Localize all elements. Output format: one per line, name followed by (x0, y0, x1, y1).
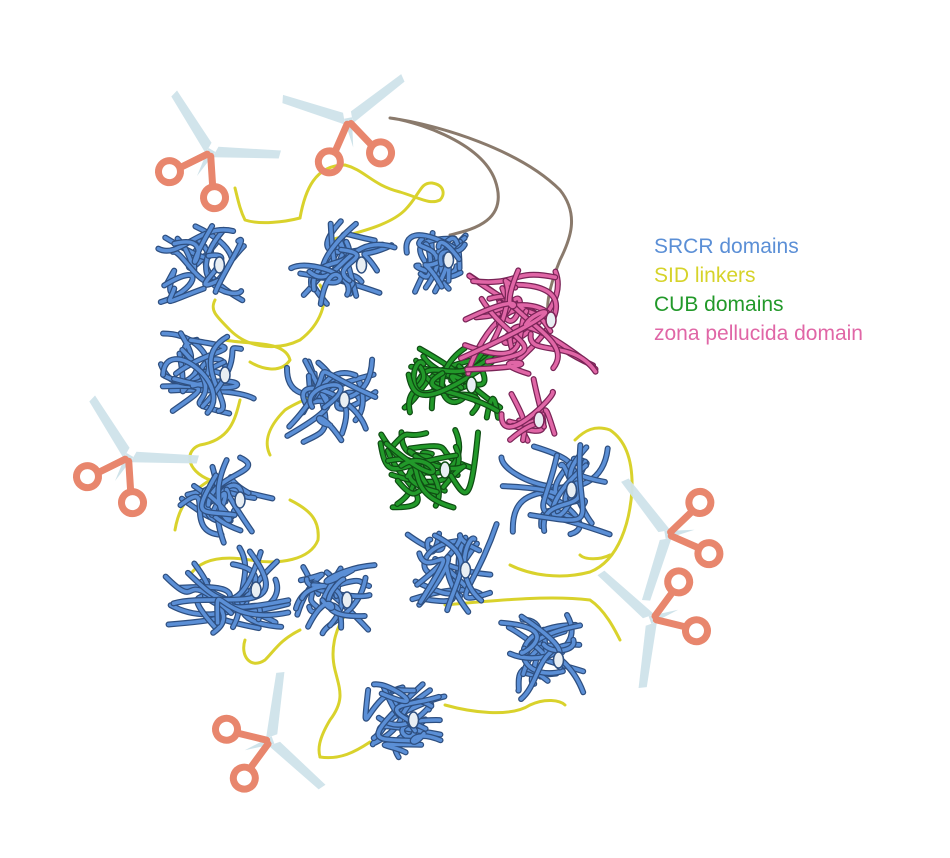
srcr-domain (177, 454, 276, 546)
zp-domain (457, 267, 599, 377)
cub-domains (377, 345, 504, 511)
srcr-domain (155, 223, 247, 306)
srcr-domain (498, 612, 587, 703)
srcr-domain (362, 681, 448, 761)
legend-srcr-domains: SRCR domains (654, 235, 799, 258)
sid-linkers (173, 163, 634, 760)
scissors-icon (281, 74, 418, 179)
srcr-domain (162, 544, 292, 636)
scissors-icon (51, 395, 201, 531)
legend-zona-pellucida-domain: zona pellucida domain (654, 322, 863, 345)
srcr-domain (498, 442, 613, 538)
srcr-domain (292, 562, 378, 637)
srcr-domains (155, 218, 613, 761)
legend-sid-linkers: SID linkers (654, 264, 756, 287)
srcr-domain (404, 521, 500, 615)
cub-domain (377, 427, 482, 511)
cub-domain (401, 345, 504, 421)
c-terminal-tail (388, 116, 574, 322)
legend-cub-domains: CUB domains (654, 293, 784, 316)
srcr-domain (157, 330, 257, 417)
zona-pellucida-domain (457, 267, 599, 444)
zp-domain (498, 376, 558, 444)
srcr-domain (403, 230, 469, 295)
srcr-domain (288, 218, 398, 308)
scissors-icon (621, 465, 726, 602)
scissors-icon (133, 90, 283, 226)
srcr-domain (284, 356, 379, 445)
scissors-icon (204, 670, 326, 816)
domain-legend: SRCR domains SID linkers CUB domains zon… (654, 232, 863, 348)
